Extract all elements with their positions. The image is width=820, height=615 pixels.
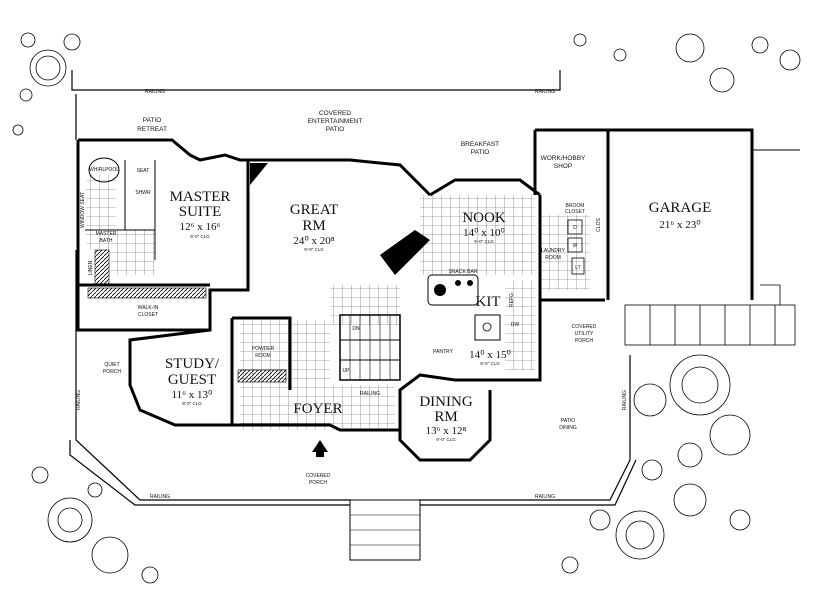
dn-label: DN <box>352 326 360 332</box>
walls <box>76 128 800 462</box>
room-garage: GARAGE 21⁶ x 23⁰ <box>649 200 712 231</box>
seat-label: SEAT <box>137 168 150 174</box>
master-suite-name-1: MASTER <box>170 189 231 205</box>
nook-name: NOOK <box>462 210 505 226</box>
garage-dim: 21⁶ x 23⁰ <box>659 219 701 231</box>
quiet-porch-1: QUIET <box>104 362 119 368</box>
master-suite-name-2: SUITE <box>179 204 222 220</box>
breakfast-patio-2: PATIO <box>471 149 490 156</box>
railing-stair: RAILING <box>360 391 380 397</box>
railing-left: RAILING <box>76 390 82 410</box>
great-rm-ceiling: 9'-0" CLG <box>304 247 324 252</box>
walk-in-2: CLOSET <box>138 312 158 318</box>
foyer-name: FOYER <box>293 401 342 417</box>
pavers <box>624 284 796 346</box>
covered-porch-2: PORCH <box>309 480 327 486</box>
broom-closet-1: BROOM <box>566 203 585 209</box>
powder-room-1: POWDER <box>252 346 275 352</box>
room-dining-rm: DINING RM 13⁶ x 12⁸ 9'-0" CLG <box>419 394 472 442</box>
whirlpool-label: WHIRLPOOL <box>89 167 119 173</box>
railing-bottom-right: RAILING <box>535 494 555 500</box>
utility-porch-3: PORCH <box>575 338 593 344</box>
work-shop-2: SHOP <box>554 163 572 170</box>
linen-label: LINEN <box>88 260 94 275</box>
up-label: UP <box>343 368 351 374</box>
quiet-porch-2: PORCH <box>103 369 121 375</box>
refg-label: REFG <box>509 293 515 307</box>
broom-closet-2: CLOSET <box>565 209 585 215</box>
window-seat-label: WINDOW SEAT <box>80 192 86 228</box>
kit-ceiling: 9'-0" CLG <box>480 361 500 366</box>
laundry-2: ROOM <box>545 255 561 261</box>
walk-in-1: WALK-IN <box>138 305 159 311</box>
kit-dim: 14⁰ x 15⁰ <box>469 349 511 361</box>
study-ceiling: 9'-0" CLG <box>182 401 202 406</box>
powder-room-2: ROOM <box>255 353 271 359</box>
master-bath-1: MASTER <box>96 231 117 237</box>
room-master-suite: MASTER SUITE 12⁶ x 16⁶ 9'-0" CLG <box>170 189 231 239</box>
nook-ceiling: 9'-0" CLG <box>474 239 494 244</box>
landscaping <box>12 32 801 584</box>
porch-railing <box>69 70 637 561</box>
lt-label: LT <box>575 265 580 271</box>
railing-top-right: RAILING <box>535 89 555 95</box>
railing-right: RAILING <box>622 390 628 410</box>
patio-retreat-2: RETREAT <box>137 126 167 133</box>
study-dim: 11⁶ x 13⁰ <box>172 389 213 401</box>
laundry-1: LAUNDRY <box>541 248 565 254</box>
pantry-label: PANTRY <box>433 349 453 355</box>
great-rm-name-2: RM <box>302 218 325 234</box>
breakfast-patio-1: BREAKFAST <box>461 141 499 148</box>
tile-floors <box>86 175 590 430</box>
master-bath-2: BATH <box>100 238 113 244</box>
study-name-2: GUEST <box>168 372 216 388</box>
dining-dim: 13⁶ x 12⁸ <box>426 425 467 437</box>
utility-porch-2: UTILITY <box>575 331 594 337</box>
covered-ent-patio-1: COVERED <box>319 110 351 117</box>
great-rm-name-1: GREAT <box>290 202 338 218</box>
room-study-guest: STUDY/ GUEST 11⁶ x 13⁰ 9'-0" CLG <box>165 356 220 406</box>
d-label: D <box>573 225 577 231</box>
small-labels: PATIO RETREAT COVERED ENTERTAINMENT PATI… <box>76 89 628 500</box>
study-name-1: STUDY/ <box>165 356 220 372</box>
railing-bottom-left: RAILING <box>150 494 170 500</box>
utility-porch-1: COVERED <box>572 324 597 330</box>
snack-bar-label: SNACK BAR <box>449 269 478 275</box>
patio-dining-1: PATIO <box>561 418 575 424</box>
room-kit: KIT 14⁰ x 15⁰ 9'-0" CLG <box>469 294 511 366</box>
dining-name-1: DINING <box>419 394 472 410</box>
dw-label: DW <box>511 322 520 328</box>
master-suite-dim: 12⁶ x 16⁶ <box>180 221 221 233</box>
covered-ent-patio-3: PATIO <box>326 126 345 133</box>
kit-name: KIT <box>476 294 501 310</box>
work-shop-1: WORK/HOBBY <box>541 155 586 162</box>
dining-name-2: RM <box>434 409 457 425</box>
room-foyer: FOYER <box>293 401 342 417</box>
covered-porch-1: COVERED <box>306 473 331 479</box>
shower-label: SHWR <box>135 190 151 196</box>
master-suite-ceiling: 9'-0" CLG <box>190 234 210 239</box>
room-nook: NOOK 14⁰ x 10⁰ 9'-0" CLG <box>462 210 505 244</box>
patio-retreat-1: PATIO <box>143 117 162 124</box>
patio-dining-2: DINING <box>559 425 577 431</box>
garage-name: GARAGE <box>649 200 712 216</box>
w-label: W <box>573 243 578 249</box>
railing-top-left: RAILING <box>145 89 165 95</box>
clos-label: CLOS <box>596 218 602 232</box>
dining-ceiling: 9'-0" CLG <box>436 437 456 442</box>
room-great-rm: GREAT RM 24⁰ x 20⁸ 9'-0" CLG <box>290 202 338 252</box>
covered-ent-patio-2: ENTERTAINMENT <box>308 118 363 125</box>
nook-dim: 14⁰ x 10⁰ <box>463 227 505 239</box>
great-rm-dim: 24⁰ x 20⁸ <box>293 235 334 247</box>
